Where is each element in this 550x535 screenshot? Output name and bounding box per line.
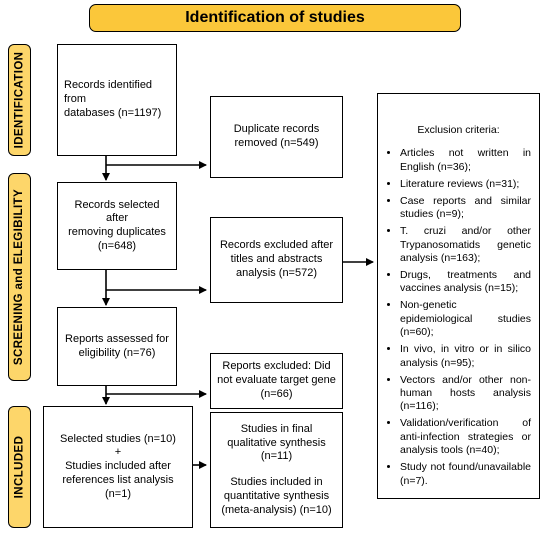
duplicates-removed-box: Duplicate records removed (n=549) <box>210 96 343 178</box>
reports-excluded-line-2: not evaluate target gene <box>217 374 336 387</box>
exclusion-item: Case reports and similar studies (n=9); <box>400 195 531 222</box>
final-qualitative-line-2: qualitative synthesis <box>227 436 326 449</box>
records-selected-box: Records selected after removing duplicat… <box>57 182 177 270</box>
selected-studies-line-1: Selected studies (n=10) <box>60 432 176 445</box>
exclusion-item: Study not found/unavailable (n=7). <box>400 461 531 488</box>
records-identified-box: Records identified from databases (n=119… <box>57 44 177 156</box>
reports-assessed-line-2: eligibility (n=76) <box>78 346 156 359</box>
exclusion-item: Validation/verification of anti-infectio… <box>400 417 531 457</box>
phase-included: INCLUDED <box>8 406 31 528</box>
duplicates-removed-line-2: removed (n=549) <box>234 137 319 149</box>
phase-screening: SCREENING and ELEGIBILITY <box>8 173 31 381</box>
selected-studies-line-4: references list analysis <box>62 473 174 486</box>
exclusion-item: Drugs, treatments and vaccines analysis … <box>400 269 531 296</box>
diagram-title-text: Identification of studies <box>185 9 365 26</box>
exclusion-item: Articles not written in English (n=36); <box>400 147 531 174</box>
selected-studies-line-2: + <box>114 446 122 459</box>
records-excluded-line-1: Records excluded after <box>219 239 334 252</box>
records-excluded-line-2: titles and abstracts <box>230 253 323 266</box>
reports-excluded-line-1: Reports excluded: Did <box>222 360 331 373</box>
final-qualitative-line-1: Studies in final <box>240 422 313 435</box>
records-selected-line-1: Records selected after <box>74 198 160 225</box>
reports-excluded-line-3: (n=66) <box>260 387 293 400</box>
final-quantitative-line-3: (meta-analysis) (n=10) <box>221 503 332 516</box>
records-excluded-line-3: analysis (n=572) <box>235 266 318 279</box>
reports-excluded-box: Reports excluded: Did not evaluate targe… <box>210 353 343 409</box>
exclusion-criteria-title: Exclusion criteria: <box>417 124 500 136</box>
final-studies-box: Studies in final qualitative synthesis (… <box>210 412 343 528</box>
diagram-title: Identification of studies <box>89 4 461 32</box>
selected-studies-box: Selected studies (n=10) + Studies includ… <box>43 406 193 528</box>
duplicates-removed-line-1: Duplicate records <box>233 123 320 136</box>
final-quantitative-line-1: Studies included in <box>230 476 323 488</box>
exclusion-item: Literature reviews (n=31); <box>400 178 531 191</box>
records-excluded-box: Records excluded after titles and abstra… <box>210 217 343 303</box>
exclusion-item: T. cruzi and/or other Trypanosomatids ge… <box>400 225 531 265</box>
phase-identification: IDENTIFICATION <box>8 44 31 156</box>
records-identified-line-2: databases (n=1197) <box>64 106 162 119</box>
exclusion-item: In vivo, in vitro or in silico analysis … <box>400 343 531 370</box>
reports-assessed-box: Reports assessed for eligibility (n=76) <box>57 307 177 386</box>
selected-studies-line-5: (n=1) <box>105 487 131 500</box>
exclusion-item: Vectors and/or other non-human hosts ana… <box>400 374 531 414</box>
records-selected-line-3: (n=648) <box>97 239 137 252</box>
reports-assessed-line-1: Reports assessed for <box>65 332 169 345</box>
selected-studies-line-3: Studies included after <box>65 460 171 473</box>
final-quantitative-line-2: quantitative synthesis <box>223 489 330 502</box>
exclusion-item: Non-genetic epidemiological studies (n=6… <box>400 299 531 339</box>
exclusion-criteria-list: Articles not written in English (n=36); … <box>386 147 531 488</box>
final-qualitative-line-3: (n=11) <box>260 450 293 463</box>
records-identified-line-1: Records identified from <box>64 79 153 106</box>
exclusion-criteria-box: Exclusion criteria: Articles not written… <box>377 93 540 499</box>
records-selected-line-2: removing duplicates <box>68 226 166 238</box>
